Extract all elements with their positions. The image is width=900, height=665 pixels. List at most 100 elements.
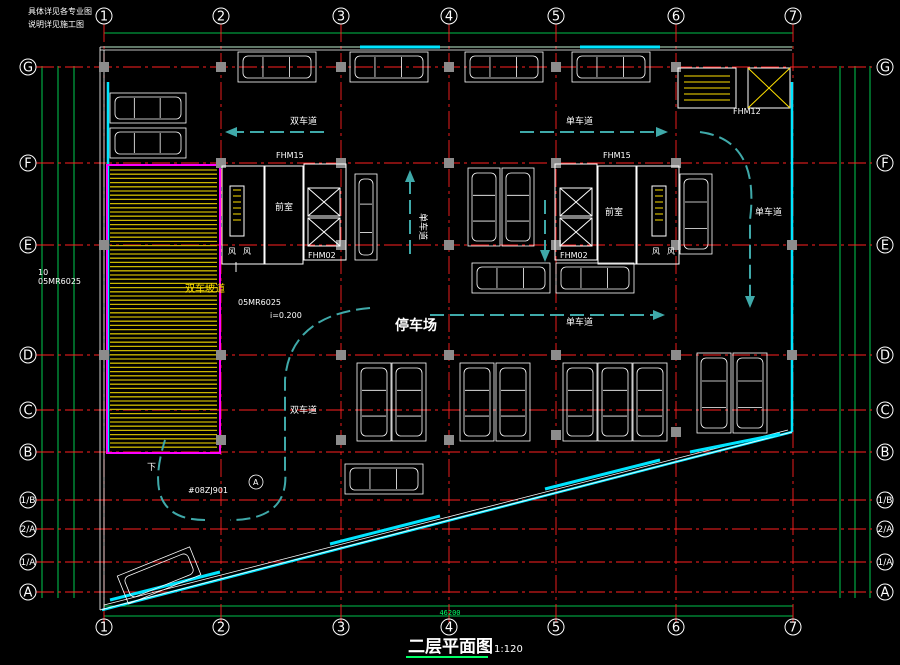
svg-text:7: 7: [789, 10, 797, 25]
svg-text:B: B: [24, 446, 33, 461]
svg-text:B: B: [881, 446, 890, 461]
ramp-label: 双车坡道: [185, 282, 225, 295]
svg-text:2: 2: [217, 10, 225, 25]
fire-door-label-2: FHM02: [308, 251, 336, 260]
structural-column: [444, 240, 454, 250]
svg-text:1/A: 1/A: [878, 558, 894, 568]
svg-text:6: 6: [672, 621, 680, 636]
parking-car: [471, 262, 551, 294]
svg-text:2/A: 2/A: [878, 525, 894, 535]
axis-bubble-row-E-right: E: [876, 236, 894, 254]
lane-label-single-mid2: 单车道: [566, 316, 593, 328]
reference-num: 10: [38, 268, 48, 277]
parking-car: [632, 362, 668, 442]
axis-bubble-col-3-top: 3: [332, 7, 350, 25]
svg-text:1: 1: [100, 10, 108, 25]
reference-circle: [248, 474, 264, 490]
axis-bubble-row-1/B-left: 1/B: [19, 491, 37, 509]
axis-bubble-col-5-top: 5: [547, 7, 565, 25]
axis-bubble-row-B-left: B: [19, 443, 37, 461]
svg-text:1/A: 1/A: [21, 558, 37, 568]
axis-bubble-row-A-left: A: [19, 583, 37, 601]
parking-car: [467, 167, 501, 247]
axis-bubble-col-1-top: 1: [95, 7, 113, 25]
stair-right: [655, 189, 663, 221]
structural-column: [216, 350, 226, 360]
axis-bubble-col-2-bottom: 2: [212, 618, 230, 636]
parking-car: [459, 362, 495, 442]
arrow-heads: [225, 127, 755, 320]
axis-bubble-row-C-left: C: [19, 401, 37, 419]
wind-label-4: 风: [667, 247, 675, 256]
parking-car: [464, 51, 544, 83]
note-top-2: 说明详见施工图: [28, 19, 84, 29]
structural-column: [671, 350, 681, 360]
lane-label-single-right: 单车道: [755, 206, 782, 218]
svg-text:4: 4: [445, 10, 453, 25]
core-top-right: [677, 67, 791, 109]
lane-label-double-upper: 双车道: [290, 115, 317, 127]
axis-bubble-col-4-bottom: 4: [440, 618, 458, 636]
structural-column: [444, 62, 454, 72]
axis-bubble-row-F-left: F: [19, 154, 37, 172]
lane-label-double-lower: 双车道: [290, 404, 317, 416]
car-ramp: 双车坡道: [106, 164, 225, 454]
structural-column: [551, 240, 561, 250]
axis-bubble-row-2/A-right: 2/A: [876, 520, 894, 538]
front-room-right: 前室: [605, 206, 623, 218]
svg-text:F: F: [881, 157, 888, 172]
parking-car: [696, 352, 732, 434]
structural-column: [216, 158, 226, 168]
parking-car: [354, 173, 378, 261]
structural-column: [99, 240, 109, 250]
axis-bubble-row-E-left: E: [19, 236, 37, 254]
axis-bubble-col-3-bottom: 3: [332, 618, 350, 636]
structural-column: [336, 158, 346, 168]
svg-text:1/B: 1/B: [878, 496, 893, 506]
structural-column: [551, 430, 561, 440]
parking-car: [356, 362, 392, 442]
parking-car: [237, 51, 317, 83]
structural-column: [787, 240, 797, 250]
parking-car: [344, 463, 424, 495]
structural-column: [99, 62, 109, 72]
svg-text:G: G: [23, 61, 33, 76]
axis-bubble-row-2/A-left: 2/A: [19, 520, 37, 538]
axis-bubble-row-D-left: D: [19, 346, 37, 364]
core-right: [554, 163, 680, 265]
fire-door-label-5: FHM12: [733, 107, 761, 116]
svg-text:2/A: 2/A: [21, 525, 37, 535]
reference-2: 05MR6025: [38, 277, 81, 286]
svg-text:4: 4: [445, 621, 453, 636]
wind-label-3: 风: [652, 247, 660, 256]
structural-column: [216, 435, 226, 445]
axis-bubble-col-6-top: 6: [667, 7, 685, 25]
overall-width: 46200: [439, 609, 460, 617]
wind-label-2: 风: [243, 247, 251, 256]
reference-1: 05MR6025: [238, 298, 281, 307]
axis-bubble-col-7-bottom: 7: [784, 618, 802, 636]
structural-columns: [99, 62, 797, 445]
drawing-scale: 1:120: [494, 644, 523, 655]
fire-door-label-1: FHM15: [276, 151, 304, 160]
reference-circle-label: A: [253, 478, 259, 487]
fire-door-label-3: FHM15: [603, 151, 631, 160]
parking-car: [571, 51, 651, 83]
axis-bubble-row-A-right: A: [876, 583, 894, 601]
axis-bubble-row-B-right: B: [876, 443, 894, 461]
structural-column: [336, 62, 346, 72]
parking-car: [116, 546, 202, 605]
parking-car: [391, 362, 427, 442]
dimension-frame: [41, 32, 871, 617]
svg-text:5: 5: [552, 10, 560, 25]
drawing-title: 二层平面图: [408, 637, 493, 657]
parking-car: [495, 362, 531, 442]
stair-left: [233, 189, 241, 221]
parking-car: [562, 362, 598, 442]
svg-text:E: E: [24, 239, 32, 254]
circulation-arrows: [157, 131, 753, 521]
structural-column: [671, 62, 681, 72]
axis-bubble-row-D-right: D: [876, 346, 894, 364]
